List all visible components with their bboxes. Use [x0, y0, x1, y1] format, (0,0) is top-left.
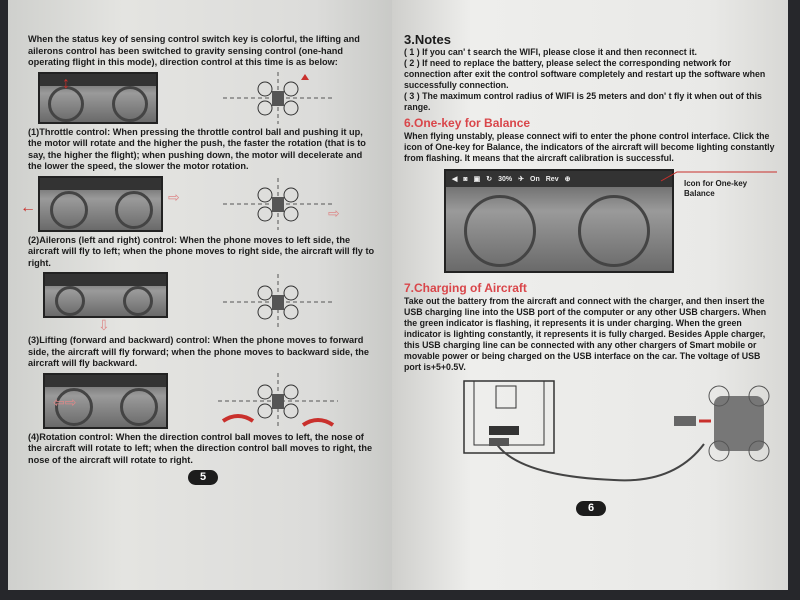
- notes-list: ( 1 ) If you can' t search the WIFI, ple…: [404, 47, 778, 113]
- figure-ailerons: ← ⇨ ⇨: [20, 175, 378, 232]
- drone-diagram-4: [218, 372, 338, 429]
- left-right-arrow-icon: ⇦⇨: [53, 393, 77, 410]
- note-item: ( 2 ) If need to replace the battery, pl…: [404, 58, 766, 90]
- lifting-text: (3)Lifting (forward and backward) contro…: [28, 335, 370, 368]
- drone-diagram-3: [223, 274, 333, 330]
- on-button: On: [530, 175, 540, 183]
- phone-screen-image-3: [43, 272, 168, 318]
- right-outline-arrow-icon-2: ⇨: [328, 204, 340, 221]
- rotation-text: (4)Rotation control: When the direction …: [28, 431, 373, 465]
- up-arrow-icon: ↕: [62, 74, 70, 92]
- phone-screen-image-1: [38, 71, 158, 124]
- one-key-balance-icon: ⊕: [564, 176, 571, 183]
- figure-lifting: ⇩: [28, 272, 378, 332]
- drone-diagram-1: [223, 71, 333, 124]
- right-page: 3.Notes ( 1 ) If you can' t search the W…: [392, 0, 788, 590]
- rev-button: Rev: [545, 175, 559, 183]
- left-page: When the status key of sensing control s…: [8, 0, 392, 590]
- callout-line: [660, 171, 777, 182]
- figure-app-screen: ◀ ◙ ▣ ↻ 30% ✈ On Rev ⊕ Icon for One-key Bal…: [404, 169, 778, 275]
- app-screen-image: ◀ ◙ ▣ ↻ 30% ✈ On Rev ⊕: [444, 169, 674, 273]
- gravity-icon: ✈: [518, 176, 525, 183]
- callout-label: Icon for One-key Balance: [684, 179, 748, 198]
- figure-charging: [404, 376, 778, 494]
- note-item: ( 3 ) The maximum control radius of WIFI…: [404, 91, 762, 112]
- charging-text: Take out the battery from the aircraft a…: [404, 296, 767, 372]
- charging-diagram: [463, 380, 770, 482]
- balance-text: When flying unstably, please connect wif…: [404, 131, 775, 163]
- balance-title: 6.One-key for Balance: [404, 116, 531, 130]
- right-outline-arrow-icon: ⇨: [168, 188, 180, 205]
- down-outline-arrow-icon: ⇩: [98, 317, 110, 333]
- rotate-icon: ↻: [486, 176, 493, 183]
- note-item: ( 1 ) If you can' t search the WIFI, ple…: [404, 47, 697, 57]
- speed-button: 30%: [498, 175, 513, 183]
- figure-throttle: ↕: [28, 71, 378, 124]
- notes-title: 3.Notes: [404, 32, 451, 47]
- phone-screen-image-4: [43, 372, 168, 429]
- ailerons-text: (2)Ailerons (left and right) control: Wh…: [28, 234, 375, 268]
- left-arrow-icon: ←: [20, 198, 36, 216]
- page-number-6: 6: [576, 501, 606, 516]
- drone-diagram-2: [223, 177, 333, 230]
- camera-icon: ◙: [463, 175, 468, 183]
- phone-screen-image-2: [38, 175, 163, 232]
- charging-title: 7.Charging of Aircraft: [404, 281, 527, 295]
- intro-text: When the status key of sensing control s…: [28, 34, 360, 67]
- figure-rotation: ⇦⇨: [28, 372, 378, 429]
- throttle-text: (1)Throttle control: When pressing the t…: [28, 126, 366, 172]
- video-icon: ▣: [473, 176, 481, 183]
- back-icon: ◀: [452, 176, 458, 183]
- page-number-5: 5: [188, 470, 218, 485]
